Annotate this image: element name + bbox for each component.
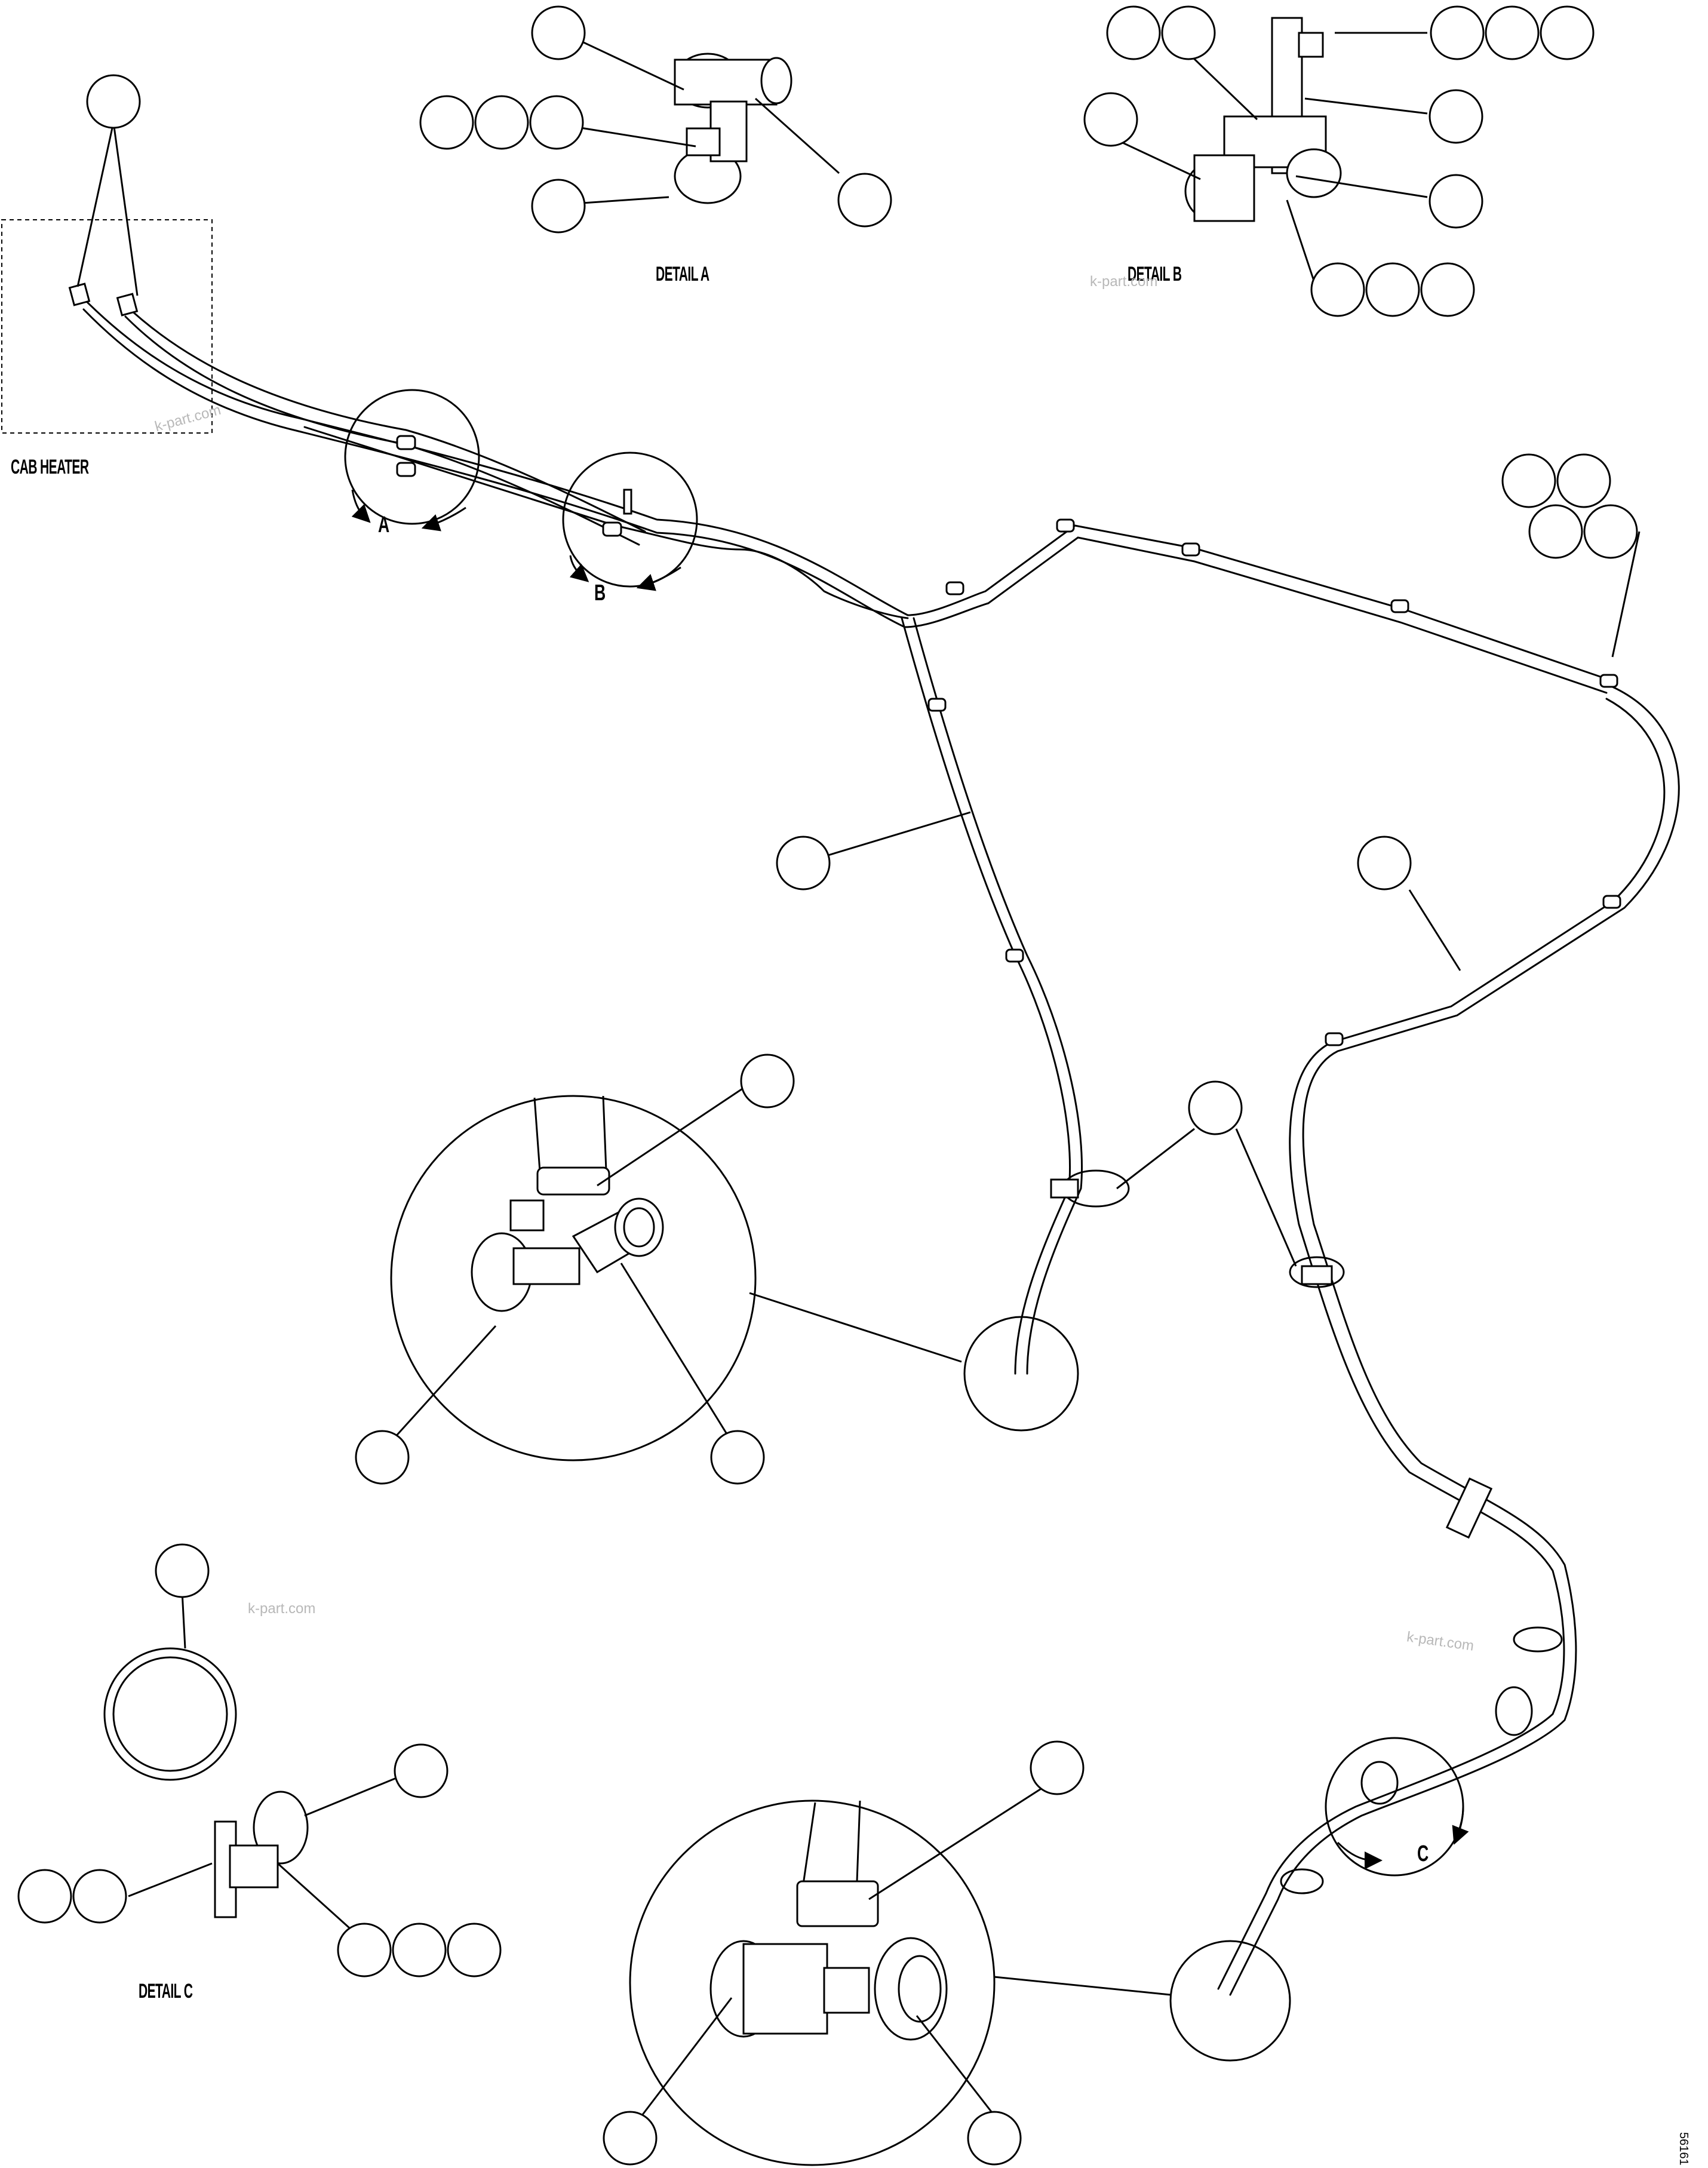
- callout-balloon: [337, 1923, 392, 1977]
- valve-magnified-view-2: [629, 1799, 1171, 2166]
- view-circle-c: [1325, 1737, 1469, 1877]
- callout-balloon: [1161, 5, 1216, 60]
- view-circle-b: [562, 452, 698, 591]
- callout-balloon: [474, 95, 529, 150]
- detail-c-clamp: [103, 1647, 309, 1918]
- callout-balloon: [603, 2111, 658, 2166]
- callout-balloon: [394, 1743, 448, 1798]
- valve-magnified-view-1: [390, 1095, 962, 1461]
- callout-balloon: [355, 1430, 410, 1485]
- callout-balloon: [710, 1430, 765, 1485]
- callout-balloon: [1188, 1080, 1243, 1135]
- callout-balloon: [1429, 89, 1483, 144]
- view-circle-a: [344, 389, 480, 532]
- detail-b-clamp: [1184, 17, 1342, 222]
- callout-balloon: [837, 173, 892, 228]
- detail-b-label: DETAIL B: [1128, 263, 1182, 285]
- cab-heater-box: [1, 219, 213, 434]
- view-c-letter: C: [1417, 1841, 1429, 1866]
- callout-balloon: [1556, 453, 1611, 508]
- callout-balloon: [72, 1869, 127, 1924]
- callout-balloon: [1429, 174, 1483, 229]
- detail-a-clamp: [674, 53, 792, 204]
- callout-balloon: [1106, 5, 1161, 60]
- callout-balloon: [1540, 5, 1595, 60]
- callout-balloon: [529, 95, 584, 150]
- figure-reference: 56161: [1677, 2132, 1690, 2166]
- callout-leaders: [76, 32, 1641, 2124]
- view-a-letter: A: [378, 512, 390, 538]
- callout-balloon: [1420, 262, 1475, 317]
- callout-balloon: [1030, 1740, 1085, 1795]
- callout-balloon: [1501, 453, 1556, 508]
- callout-balloon: [17, 1869, 72, 1924]
- watermark-3: k-part.com: [248, 1601, 316, 1617]
- callout-balloon: [392, 1923, 447, 1977]
- hose-lines: [82, 297, 1680, 1996]
- callout-balloons: [17, 5, 1638, 2166]
- callout-balloon: [1083, 92, 1138, 147]
- callout-balloon: [1528, 504, 1583, 559]
- hose-clip-brackets: [1050, 1169, 1563, 1894]
- callout-balloon: [1365, 262, 1420, 317]
- callout-balloon: [155, 1543, 210, 1598]
- callout-balloon: [740, 1054, 795, 1108]
- callout-balloon: [1430, 5, 1485, 60]
- detail-a-label: DETAIL A: [656, 263, 709, 285]
- callout-balloon: [419, 95, 474, 150]
- callout-balloon: [531, 179, 586, 234]
- callout-balloon: [86, 74, 141, 129]
- view-b-letter: B: [594, 581, 606, 606]
- callout-balloon: [1583, 504, 1638, 559]
- callout-balloon: [967, 2111, 1022, 2166]
- valve-locator-circles: [963, 1316, 1291, 2062]
- watermark-2: k-part.com: [1090, 274, 1158, 290]
- cab-heater-label: CAB HEATER: [11, 456, 89, 478]
- callout-balloon: [531, 5, 586, 60]
- callout-balloon: [447, 1923, 502, 1977]
- detail-c-label: DETAIL C: [139, 1980, 193, 2003]
- callout-balloon: [1357, 836, 1412, 890]
- hose-clamps: [68, 282, 1621, 1046]
- callout-balloon: [776, 836, 831, 890]
- callout-balloon: [1485, 5, 1540, 60]
- callout-balloon: [1310, 262, 1365, 317]
